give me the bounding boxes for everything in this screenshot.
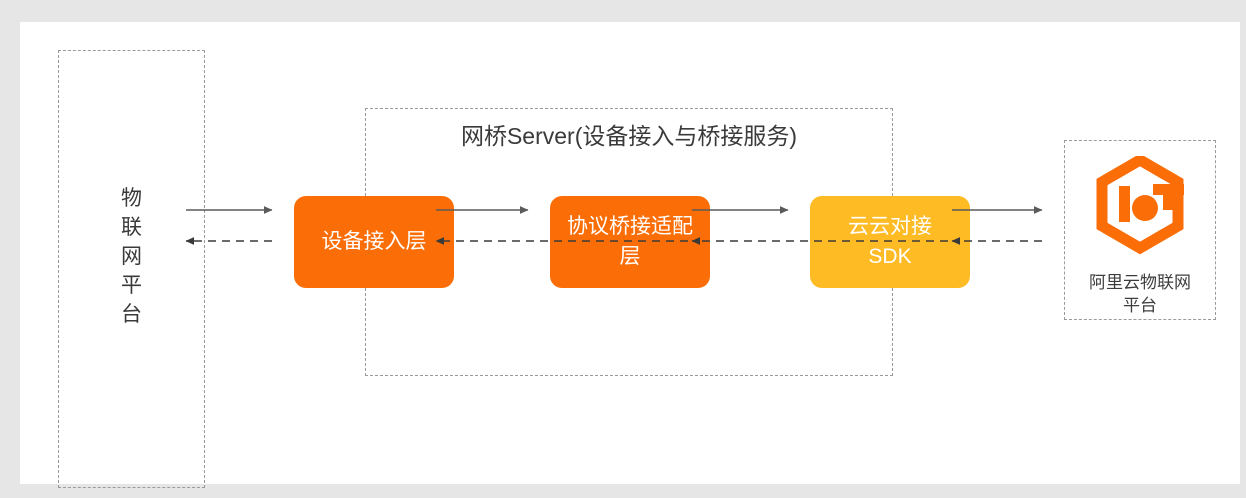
alicloud-iot-logo: [1096, 156, 1184, 255]
node-device-access[interactable]: 设备接入层: [294, 196, 454, 288]
iot-platform-label-char-5: 台: [121, 303, 142, 326]
node-cloud-sdk-label: 云云对接 SDK: [848, 212, 932, 272]
node-cloud-sdk-label-line1: 云云对接: [848, 215, 932, 238]
node-cloud-sdk[interactable]: 云云对接 SDK: [810, 196, 970, 288]
iot-platform-container: [58, 50, 205, 488]
node-protocol-bridge-label: 协议桥接适配层: [567, 215, 693, 268]
iot-platform-label-char-1: 物: [121, 187, 142, 210]
iot-platform-label-char-2: 联: [121, 216, 142, 239]
alicloud-platform-container: [1064, 140, 1216, 320]
iot-platform-label-char-4: 平: [121, 274, 142, 297]
bridge-server-title: 网桥Server(设备接入与桥接服务): [460, 123, 798, 149]
alicloud-platform-label-line1: 阿里云物联网: [1089, 273, 1191, 292]
iot-platform-label: 物 联 网 平 台: [58, 184, 205, 329]
node-device-access-label: 设备接入层: [321, 230, 427, 253]
node-cloud-sdk-label-line2: SDK: [868, 245, 912, 268]
alicloud-platform-label-line2: 平台: [1123, 296, 1157, 315]
iot-platform-label-char-3: 网: [121, 245, 142, 268]
alicloud-platform-label: 阿里云物联网 平台: [1064, 271, 1216, 317]
diagram-canvas: 物 联 网 平 台 网桥Server(设备接入与桥接服务) 设备接入层 协议桥接…: [20, 22, 1240, 488]
node-protocol-bridge[interactable]: 协议桥接适配层: [550, 196, 710, 288]
